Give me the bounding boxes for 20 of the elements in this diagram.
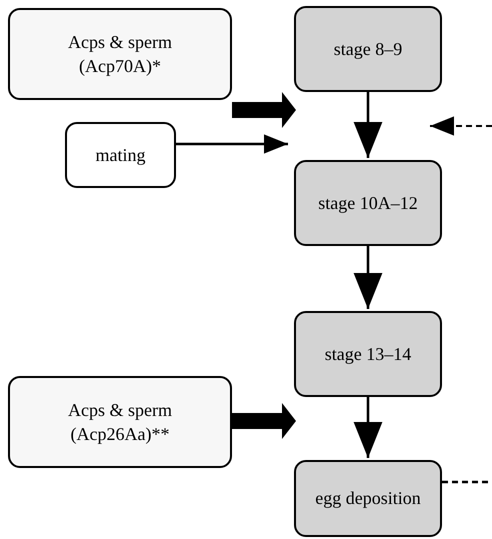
process-box [294,6,442,92]
block-arrow [232,403,296,439]
box-label: Acps & sperm (Acp26Aa)** [67,398,173,446]
box-label: stage 13–14 [324,342,412,366]
box-label: Acps & sperm (Acp70A)* [67,30,173,78]
process-box [294,460,442,537]
process-box [294,311,442,397]
process-box [294,160,442,246]
arrow [354,246,382,309]
process-box [8,8,232,100]
box-label: egg deposition [315,487,421,510]
process-box [65,122,176,188]
arrow [354,397,382,458]
box-label: mating [96,144,146,167]
block-arrow [232,92,296,128]
box-label: stage 8–9 [334,38,402,61]
box-label: stage 10A–12 [318,192,418,215]
process-box [8,376,232,468]
arrow [354,92,382,158]
arrow [176,134,288,154]
